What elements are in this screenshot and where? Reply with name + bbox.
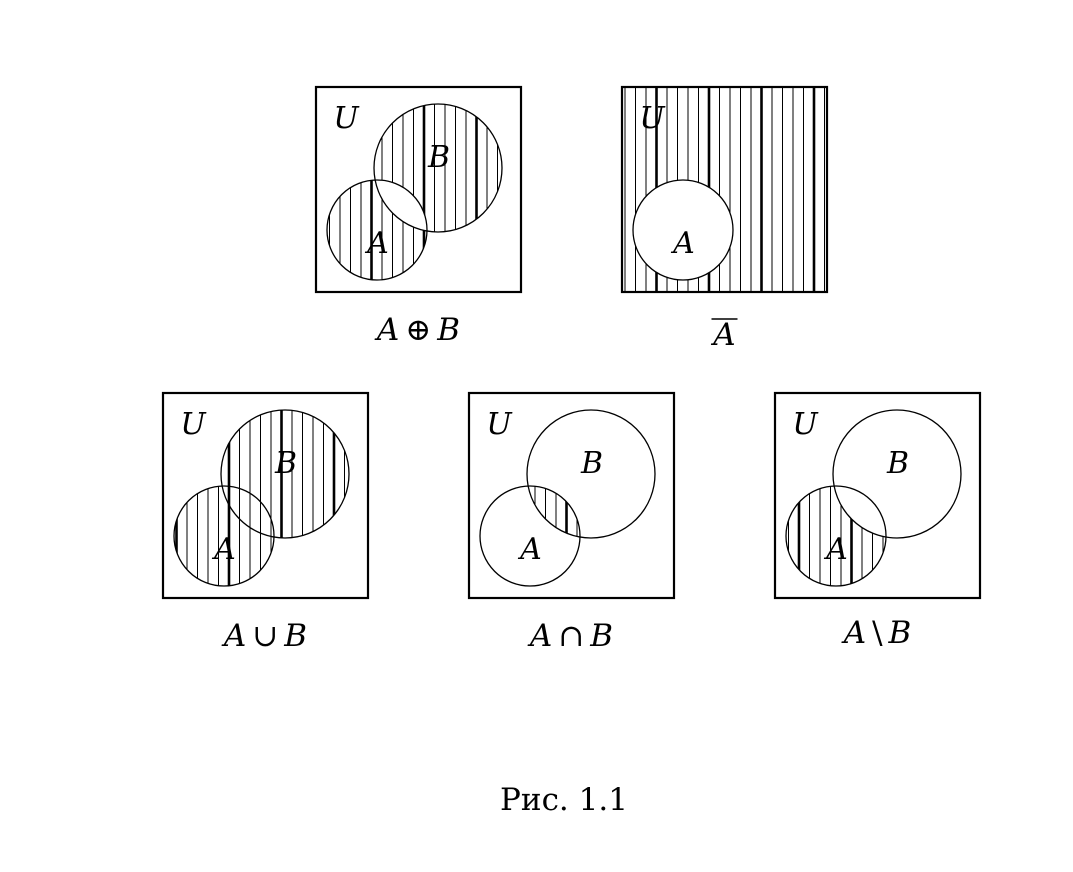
universe-label: U — [180, 407, 207, 442]
venn-diagram-intersection: U A B — [467, 391, 676, 600]
venn-diagram-difference: U A B — [773, 391, 982, 600]
set-a-label: A — [211, 532, 236, 567]
set-a-circle — [785, 485, 887, 587]
figure-caption: Рис. 1.1 — [500, 782, 628, 818]
caption-complement: A — [710, 317, 735, 353]
label-backing — [639, 101, 669, 133]
universe-box — [161, 391, 370, 600]
caption-union: A∪B — [221, 618, 307, 654]
universe-box — [314, 85, 523, 294]
universe-label: U — [792, 407, 819, 442]
shading-union — [175, 410, 345, 586]
set-a-label: A — [517, 532, 542, 567]
set-b-circle — [832, 409, 962, 539]
set-a-circle — [173, 485, 275, 587]
set-a-circle — [479, 485, 581, 587]
set-b-circle — [220, 409, 350, 539]
venn-diagram-complement: UA — [620, 85, 829, 294]
universe-label: U — [333, 101, 360, 136]
universe-box — [620, 85, 829, 294]
set-a-circle — [632, 179, 734, 281]
set-a-label: A — [823, 532, 848, 567]
set-b-label: B — [580, 446, 603, 481]
set-b-label: B — [427, 140, 450, 175]
set-b-label: B — [886, 446, 909, 481]
venn-diagram-symmetric-difference: U A B — [314, 85, 523, 294]
caption-difference: A\B — [841, 615, 912, 651]
universe-label: U — [486, 407, 513, 442]
set-a-label: A — [670, 226, 695, 261]
set-b-label: B — [274, 446, 297, 481]
set-b-circle — [373, 103, 503, 233]
caption-intersection: A∩B — [527, 618, 613, 654]
caption-symmetric-difference: A⊕B — [374, 312, 460, 348]
venn-diagram-union: U A B — [161, 391, 370, 600]
set-b-circle — [526, 409, 656, 539]
universe-label: U — [639, 101, 666, 136]
set-a-label: A — [364, 226, 389, 261]
set-a-circle — [326, 179, 428, 281]
universe-box — [773, 391, 982, 600]
universe-box — [467, 391, 676, 600]
